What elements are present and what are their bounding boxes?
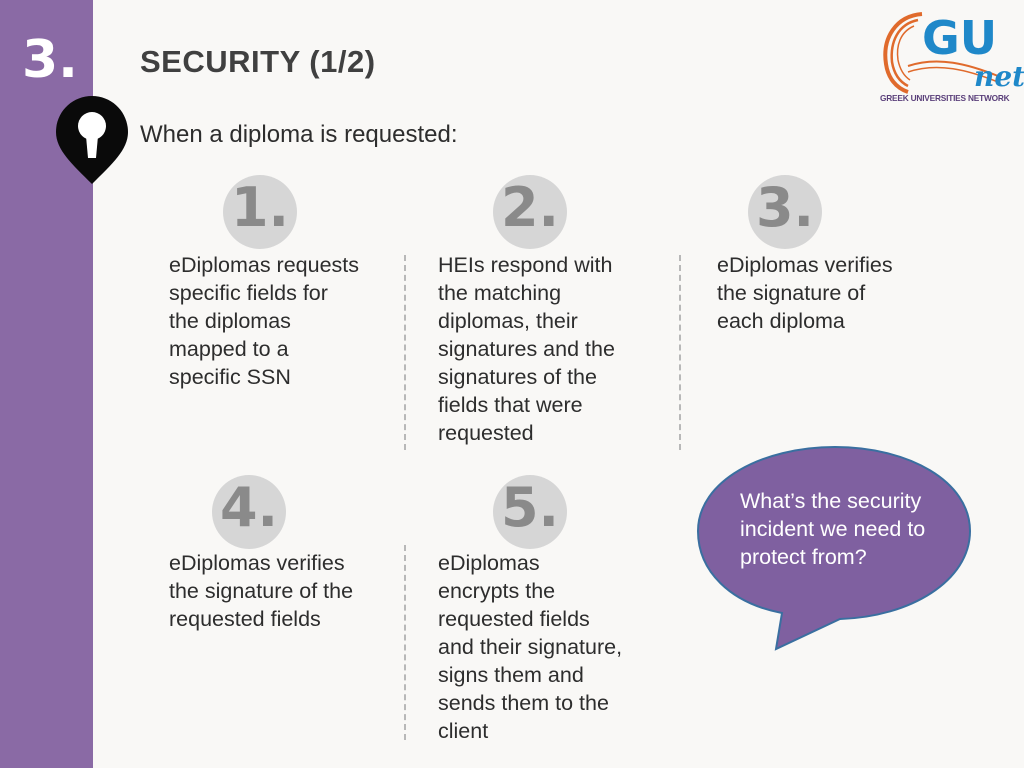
column-divider	[679, 255, 681, 450]
step-1-line: specific fields for	[169, 281, 328, 305]
step-2-line: signatures and the	[438, 337, 615, 361]
step-1-line: the diplomas	[169, 309, 291, 333]
step-5-text: eDiplomas encrypts the requested fields …	[438, 549, 622, 745]
callout-line: incident we need to	[740, 517, 926, 541]
step-3-number: 3.	[755, 176, 815, 239]
callout-line: protect from?	[740, 545, 867, 569]
logo-main-text: GU	[922, 11, 997, 65]
step-1-line: mapped to a	[169, 337, 289, 361]
step-1-number: 1.	[230, 176, 290, 239]
step-5-line: client	[438, 719, 489, 743]
step-2-line: signatures of the	[438, 365, 597, 389]
step-4-line: requested fields	[169, 607, 321, 631]
step-2-line: fields that were	[438, 393, 583, 417]
step-3-badge: 3.	[748, 175, 822, 249]
step-2-line: diplomas, their	[438, 309, 578, 333]
logo-tagline: GREEK UNIVERSITIES NETWORK	[880, 93, 1010, 103]
step-5-line: requested fields	[438, 607, 590, 631]
step-4-badge: 4.	[212, 475, 286, 549]
step-5-line: and their signature,	[438, 635, 623, 659]
keyhole-pin-icon	[56, 96, 128, 184]
column-divider	[404, 545, 406, 740]
step-4-number: 4.	[219, 476, 279, 539]
step-4-line: the signature of the	[169, 579, 354, 603]
step-4-text: eDiplomas verifies the signature of the …	[169, 549, 353, 633]
section-number: 3.	[22, 30, 78, 90]
step-2-badge: 2.	[493, 175, 567, 249]
speech-bubble-callout	[696, 445, 972, 651]
slide-subtitle: When a diploma is requested:	[140, 121, 458, 148]
step-5-badge: 5.	[493, 475, 567, 549]
step-5-line: signs them and	[438, 663, 584, 687]
callout-line: What’s the security	[740, 489, 922, 513]
step-1-badge: 1.	[223, 175, 297, 249]
step-1-text: eDiplomas requests specific fields for t…	[169, 251, 359, 391]
step-3-line: each diploma	[717, 309, 845, 333]
logo-secondary-text: net	[974, 60, 1024, 93]
step-4-line: eDiplomas verifies	[169, 551, 345, 575]
step-3-text: eDiplomas verifies the signature of each…	[717, 251, 893, 335]
step-2-line: the matching	[438, 281, 562, 305]
step-2-line: requested	[438, 421, 534, 445]
step-1-line: eDiplomas requests	[169, 253, 360, 277]
step-2-number: 2.	[500, 176, 560, 239]
step-1-line: specific SSN	[169, 365, 291, 389]
step-5-number: 5.	[500, 476, 560, 539]
gunet-logo: GU net	[883, 11, 1024, 94]
step-3-line: the signature of	[717, 281, 866, 305]
step-5-line: sends them to the	[438, 691, 609, 715]
column-divider	[404, 255, 406, 450]
step-5-line: encrypts the	[438, 579, 556, 603]
step-2-line: HEIs respond with	[438, 253, 613, 277]
step-3-line: eDiplomas verifies	[717, 253, 893, 277]
callout-text: What’s the security incident we need to …	[740, 487, 960, 571]
step-2-text: HEIs respond with the matching diplomas,…	[438, 251, 615, 447]
step-5-line: eDiplomas	[438, 551, 540, 575]
slide-title: SECURITY (1/2)	[140, 44, 376, 79]
